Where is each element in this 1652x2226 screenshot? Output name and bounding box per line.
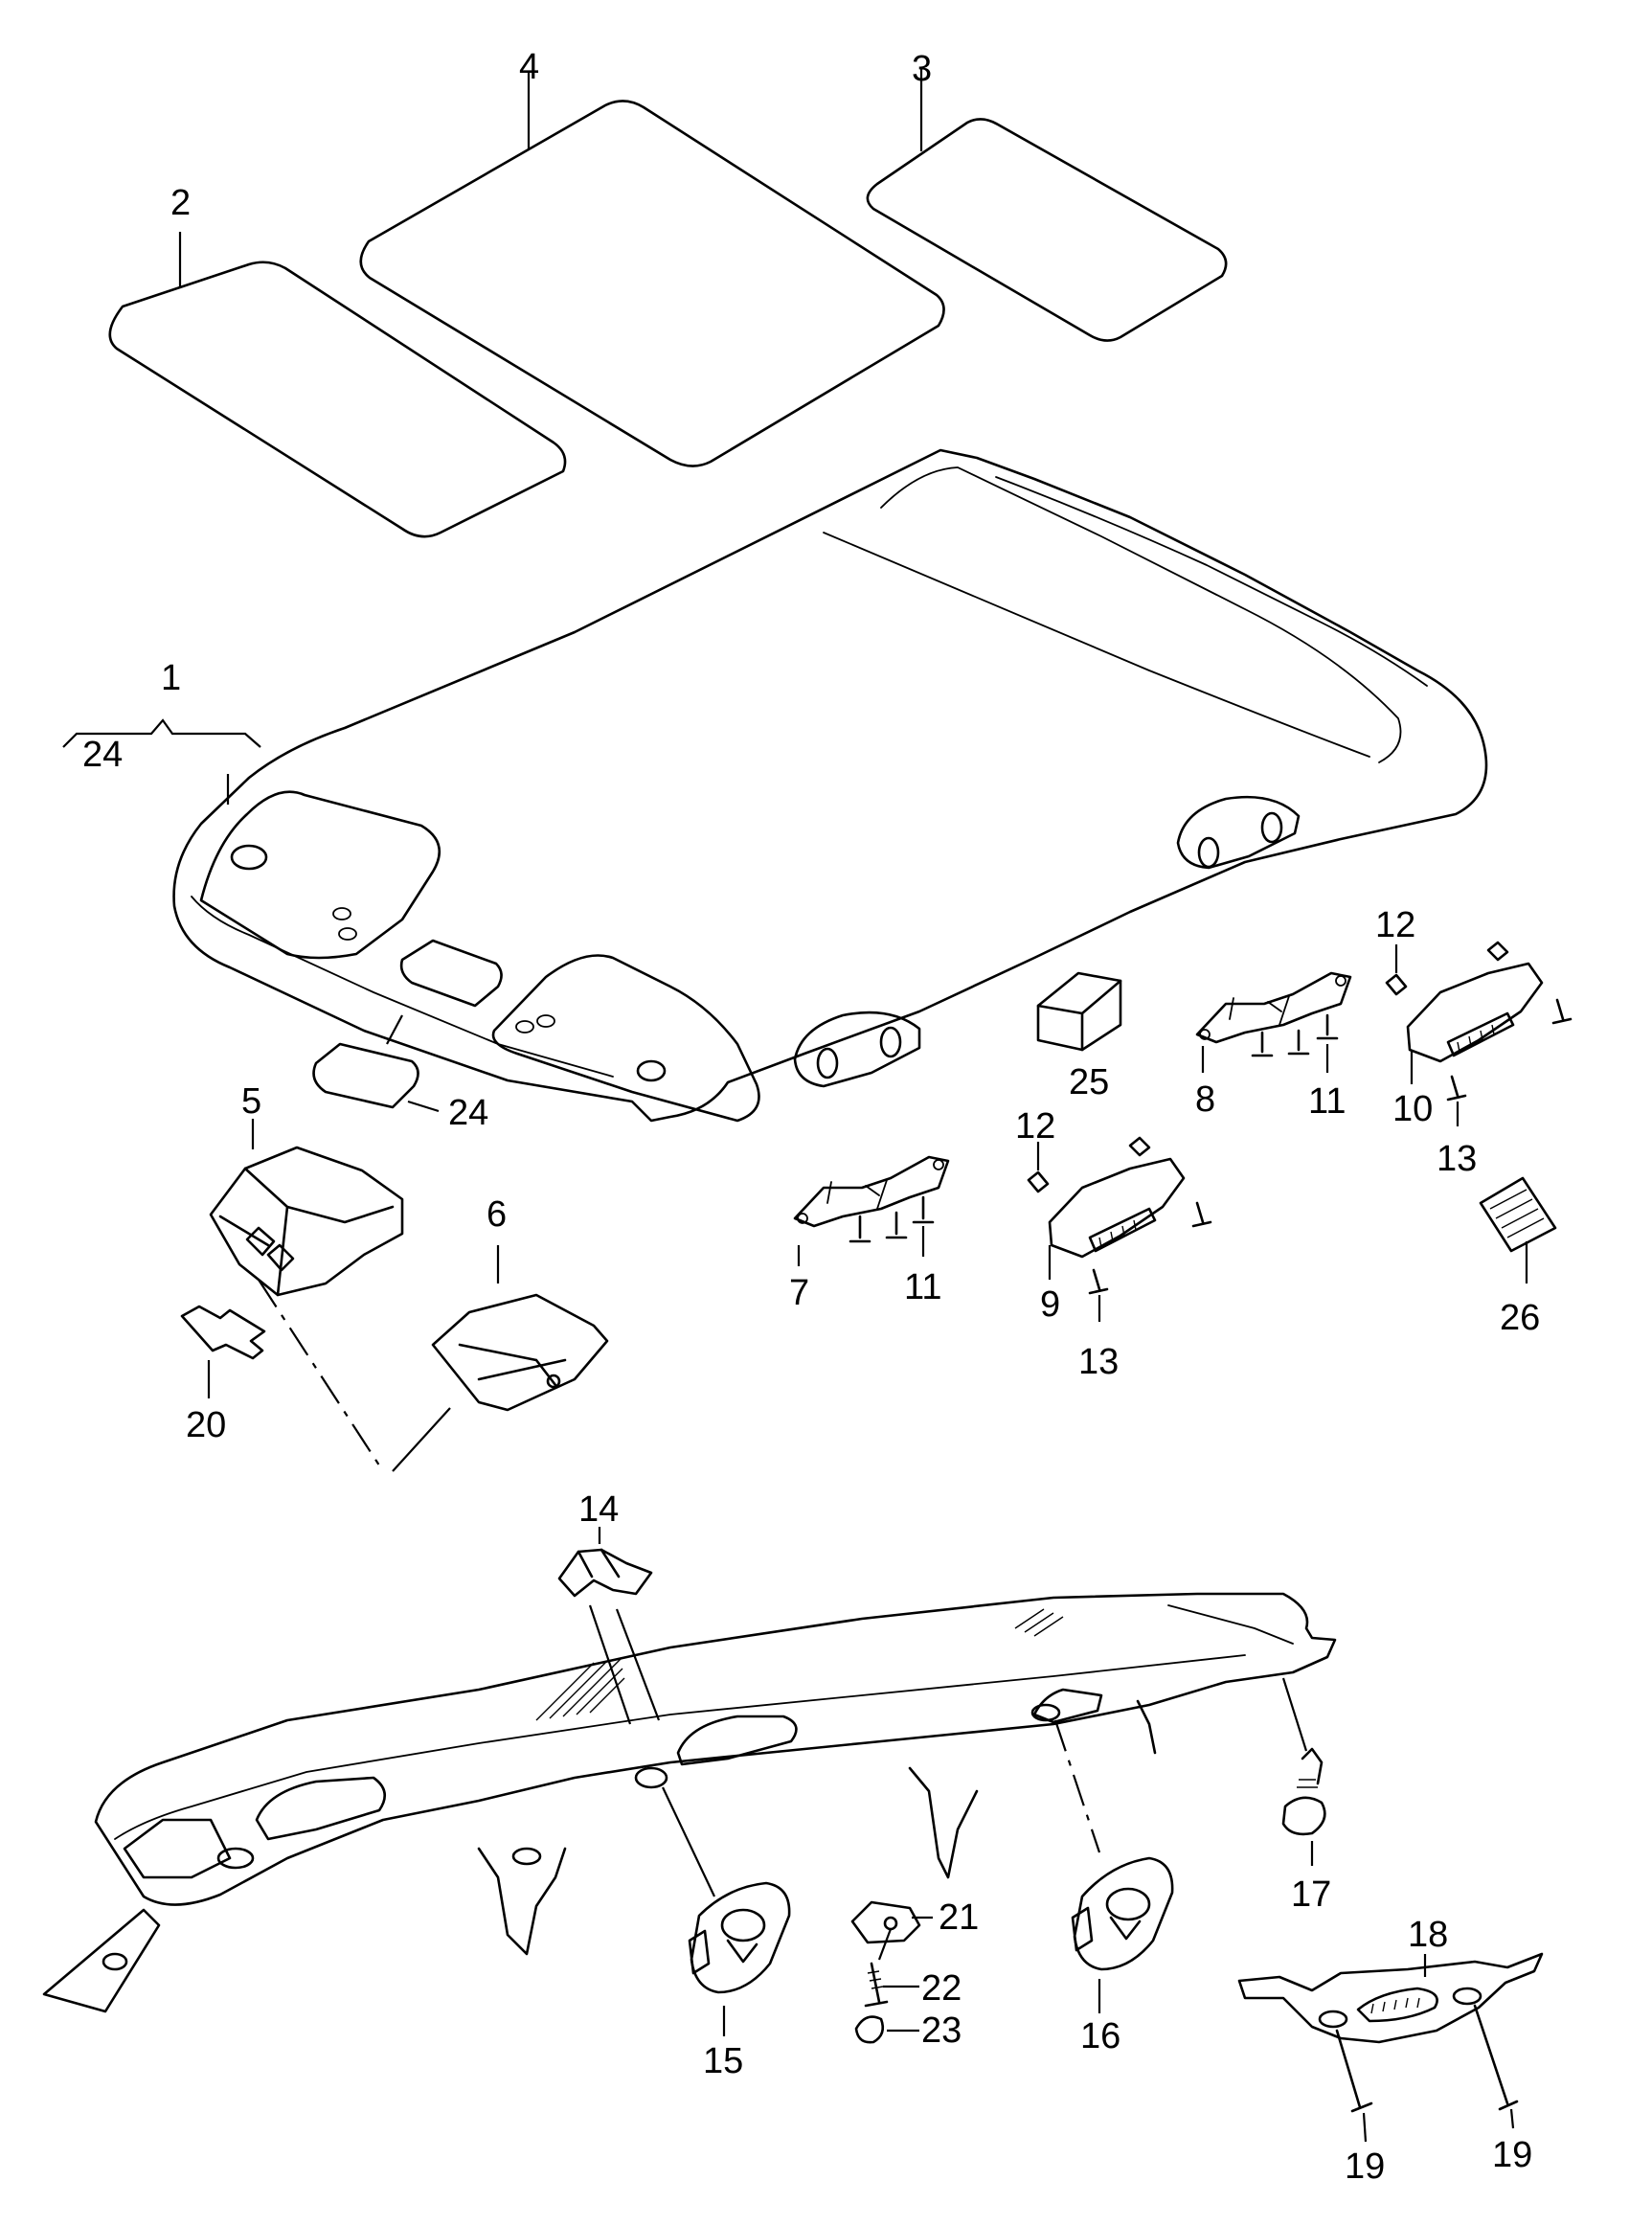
part-23-cap — [854, 2015, 919, 2044]
callout-24: 24 — [448, 1093, 488, 1133]
callout-22: 22 — [921, 1968, 962, 2009]
part-14-clip — [557, 1527, 653, 1598]
callout-20: 20 — [186, 1405, 226, 1445]
part-22-screw — [864, 1962, 919, 2008]
callout-11: 11 — [1308, 1081, 1346, 1122]
callout-8: 8 — [1195, 1079, 1215, 1120]
part-26-label — [1479, 1176, 1557, 1283]
callout-14: 14 — [578, 1489, 619, 1530]
part-6-cover — [431, 1245, 609, 1412]
callout-4: 4 — [519, 47, 539, 87]
part-25-block — [1036, 971, 1122, 1052]
part-2-insulation-pad — [108, 261, 567, 538]
callout-24: 24 — [82, 735, 123, 775]
callout-11: 11 — [904, 1267, 941, 1307]
callout-13: 13 — [1437, 1139, 1477, 1179]
callout-3: 3 — [912, 49, 932, 89]
headliner-side-view — [42, 1592, 1337, 2013]
callout-26: 26 — [1500, 1298, 1540, 1338]
clip-icon — [1385, 973, 1408, 996]
callout-16: 16 — [1080, 2016, 1120, 2056]
screw-icon — [885, 1211, 908, 1239]
callout-13: 13 — [1078, 1342, 1119, 1382]
clip-icon — [1027, 1170, 1050, 1193]
callout-7: 7 — [789, 1273, 809, 1313]
callout-25: 25 — [1069, 1062, 1109, 1102]
clip-icon — [1486, 941, 1509, 962]
screw-icon — [1551, 998, 1573, 1025]
callout-9: 9 — [1040, 1284, 1060, 1325]
callout-12: 12 — [1375, 905, 1415, 945]
part-3-insulation-pad — [866, 118, 1228, 342]
clip-icon — [1128, 1136, 1151, 1157]
part-15-cover — [688, 1881, 791, 2036]
screw-icon — [1446, 1075, 1467, 1102]
part-10-grab-handle — [1406, 962, 1544, 1084]
screw-icon — [849, 1215, 871, 1243]
part-21-clip — [850, 1900, 933, 1944]
screw-icon — [1473, 2004, 1519, 2111]
part-1-headliner — [172, 448, 1488, 1123]
part-20-clip — [180, 1305, 266, 1360]
screw-icon — [1088, 1268, 1109, 1295]
callout-15: 15 — [703, 2041, 743, 2081]
screw-icon — [912, 1195, 935, 1224]
callout-10: 10 — [1392, 1089, 1433, 1129]
callout-2: 2 — [170, 183, 191, 223]
screw-icon — [1191, 1201, 1212, 1228]
part-7-bracket — [793, 1155, 950, 1266]
part-9-grab-handle — [1048, 1157, 1186, 1280]
part-17-clip — [1281, 1747, 1326, 1866]
part-24-pad — [312, 1042, 419, 1109]
screw-icon — [1287, 1029, 1310, 1056]
part-8-bracket — [1195, 971, 1352, 1073]
callout-1: 1 — [161, 658, 181, 698]
part-5-module — [209, 1119, 404, 1297]
part-18-handle — [1237, 1952, 1544, 2044]
callout-19: 19 — [1492, 2135, 1532, 2175]
part-16-cover — [1071, 1856, 1174, 2013]
screw-icon — [1316, 1013, 1339, 1040]
callout-19: 19 — [1345, 2146, 1385, 2187]
callout-6: 6 — [487, 1194, 507, 1235]
callout-18: 18 — [1408, 1915, 1448, 1955]
callout-21: 21 — [939, 1897, 979, 1938]
callout-5: 5 — [241, 1081, 261, 1122]
screw-icon — [1335, 2029, 1373, 2113]
callout-12: 12 — [1015, 1106, 1055, 1147]
callout-23: 23 — [921, 2010, 962, 2051]
callout-17: 17 — [1291, 1874, 1331, 1915]
screw-icon — [1251, 1031, 1274, 1057]
part-4-insulation-pad — [359, 100, 945, 467]
